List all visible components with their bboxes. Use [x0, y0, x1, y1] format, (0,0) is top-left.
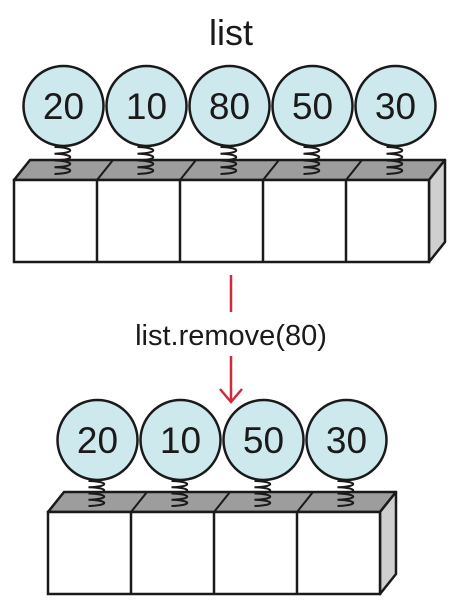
list-item-value: 20: [77, 420, 118, 461]
list-item-value: 10: [160, 420, 201, 461]
cell-divider-top: [130, 491, 148, 513]
list-item-ball: 50: [222, 398, 305, 482]
cell-divider-top: [96, 159, 114, 181]
cell-divider-top: [296, 491, 314, 513]
list-item-ball: 10: [139, 398, 222, 482]
spring-coil-icon: [337, 480, 355, 507]
list-item-value: 30: [326, 420, 367, 461]
operation-label: list.remove(80): [135, 320, 327, 352]
list-item-ball: 80: [188, 64, 271, 148]
list-item-value: 30: [375, 86, 416, 127]
list-after: 20 10 50 30: [46, 398, 398, 596]
list-item-value: 10: [126, 86, 167, 127]
list-item-ball: 10: [105, 64, 188, 148]
list-item-value: 50: [243, 420, 284, 461]
box-side: [427, 158, 447, 264]
list-item-ball: 20: [22, 64, 105, 148]
cell-divider-top: [345, 159, 363, 181]
spring-coil-icon: [54, 146, 72, 175]
spring-coil-icon: [220, 146, 238, 175]
spring-coil-icon: [386, 146, 404, 175]
list-item-ball: 20: [56, 398, 139, 482]
diagram-title: list: [209, 12, 253, 53]
spring-coil-icon: [303, 146, 321, 175]
spring-coil-icon: [171, 480, 189, 507]
spring-coil-icon: [254, 480, 272, 507]
list-item-ball: 30: [354, 64, 437, 148]
box-front: [12, 178, 431, 264]
arrow-down-icon: [219, 275, 243, 404]
box-side: [378, 490, 398, 596]
box-top: [12, 158, 447, 182]
spring-coil-icon: [137, 146, 155, 175]
cell-divider-top: [262, 159, 280, 181]
list-item-value: 80: [209, 86, 250, 127]
list-item-ball: 50: [271, 64, 354, 148]
cell-divider-top: [213, 491, 231, 513]
spring-coil-icon: [88, 480, 106, 507]
list-item-value: 20: [43, 86, 84, 127]
list-before: 20 10 80 50 30: [12, 64, 447, 264]
list-item-value: 50: [292, 86, 333, 127]
list-item-ball: 30: [305, 398, 388, 482]
cell-divider-top: [179, 159, 197, 181]
